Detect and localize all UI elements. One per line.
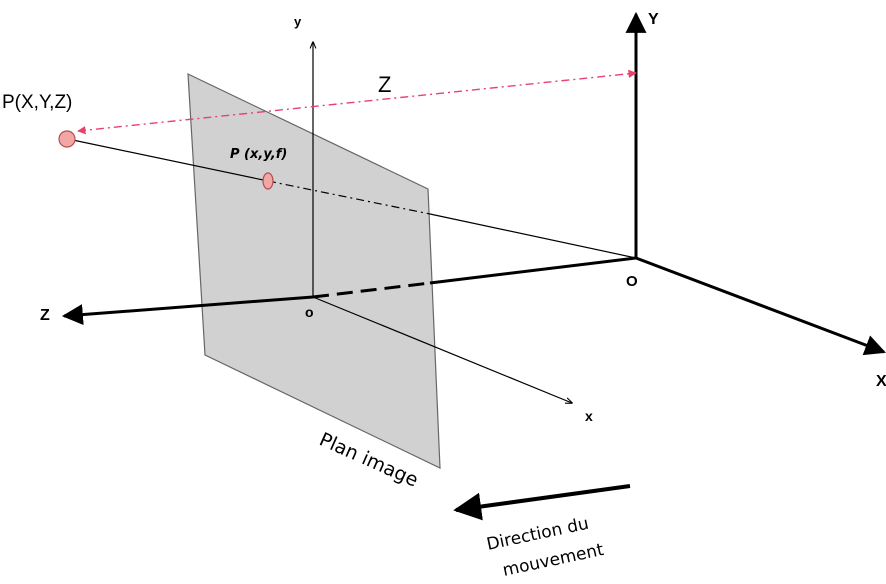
image-point [262,172,274,190]
projection-ray-front [67,138,269,182]
world-z-axis [61,295,314,326]
world-z-axis-back [429,256,637,285]
camera-x-axis [312,296,572,403]
world-x-label: X [876,373,886,390]
world-z-axis-hidden [312,281,431,299]
camera-y-label: y [294,14,302,29]
camera-origin-label: o [305,304,314,320]
projection-ray-back [429,213,637,259]
world-z-label: Z [40,307,50,324]
camera-x-label: x [585,408,593,424]
depth-label: Z [378,72,391,97]
image-plane [187,73,441,469]
world-x-axis [635,256,886,356]
image-point-label: P (x,y,f) [230,147,287,162]
depth-arrow [77,69,637,135]
world-y-label: Y [648,11,659,28]
world-point-label: P(X,Y,Z) [2,92,72,113]
motion-arrow [453,484,631,521]
world-origin-label: O [626,273,638,290]
world-point [58,130,76,148]
